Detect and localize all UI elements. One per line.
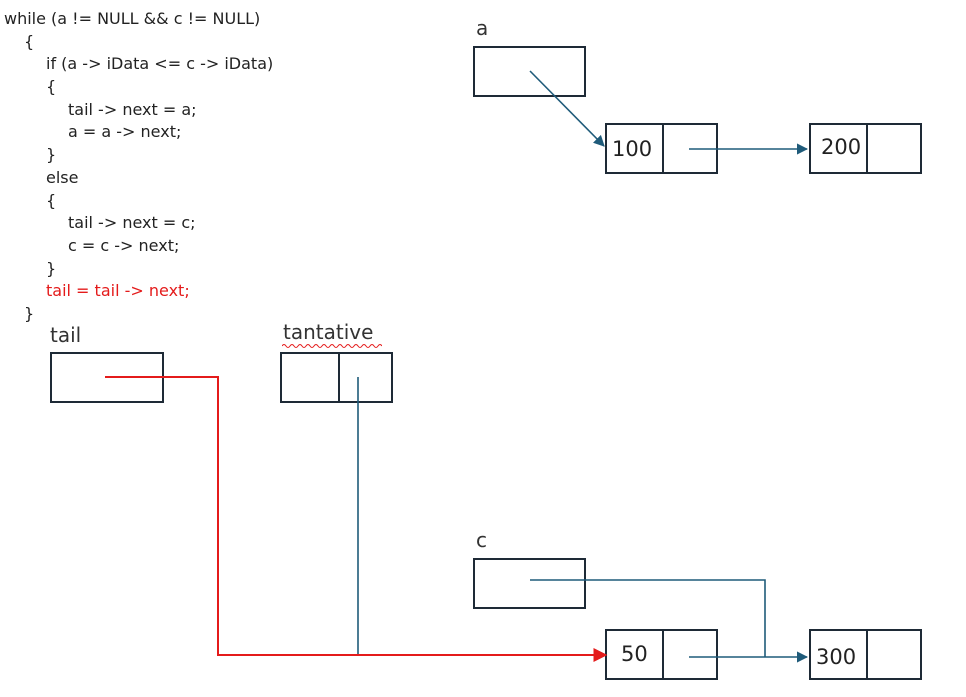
code-line: tail -> next = a; bbox=[68, 99, 197, 119]
code-line: { bbox=[46, 190, 57, 210]
node-value: 200 bbox=[821, 135, 862, 159]
node-value: 50 bbox=[621, 642, 648, 666]
pointer-label-tail: tail bbox=[50, 323, 82, 347]
arrow-tentative-to-50 bbox=[357, 377, 608, 661]
code-line: while (a != NULL && c != NULL) bbox=[4, 9, 261, 28]
code-line: a = a -> next; bbox=[68, 122, 182, 142]
code-line: c = c -> next; bbox=[68, 235, 180, 255]
node-tentative bbox=[280, 352, 393, 403]
code-line: tail = tail -> next; bbox=[46, 281, 190, 301]
node-50: 50 bbox=[605, 629, 718, 680]
pointer-box-c bbox=[473, 558, 586, 609]
node-300: 300 bbox=[809, 629, 922, 680]
arrow-tail-to-50 bbox=[105, 376, 608, 662]
arrow-c-to-300 bbox=[530, 579, 766, 657]
pointer-label-tentative: tantative bbox=[283, 320, 374, 344]
node-200: 200 bbox=[809, 123, 922, 174]
node-value: 300 bbox=[816, 645, 857, 669]
arrow-a-to-100 bbox=[529, 70, 605, 147]
code-block: while (a != NULL && c != NULL) { if (a -> … bbox=[4, 8, 273, 326]
pointer-label-a: a bbox=[476, 16, 489, 40]
code-line: { bbox=[46, 77, 57, 97]
code-line: if (a -> iData <= c -> iData) bbox=[46, 54, 274, 74]
code-line: } bbox=[46, 145, 57, 165]
code-line: else bbox=[46, 167, 79, 187]
code-line: { bbox=[24, 31, 35, 51]
spellcheck-underline bbox=[282, 344, 382, 348]
node-value: 100 bbox=[612, 137, 653, 161]
code-line: } bbox=[46, 258, 57, 278]
code-line: } bbox=[24, 303, 35, 323]
pointer-label-c: c bbox=[476, 528, 487, 552]
code-line: tail -> next = c; bbox=[68, 213, 196, 233]
